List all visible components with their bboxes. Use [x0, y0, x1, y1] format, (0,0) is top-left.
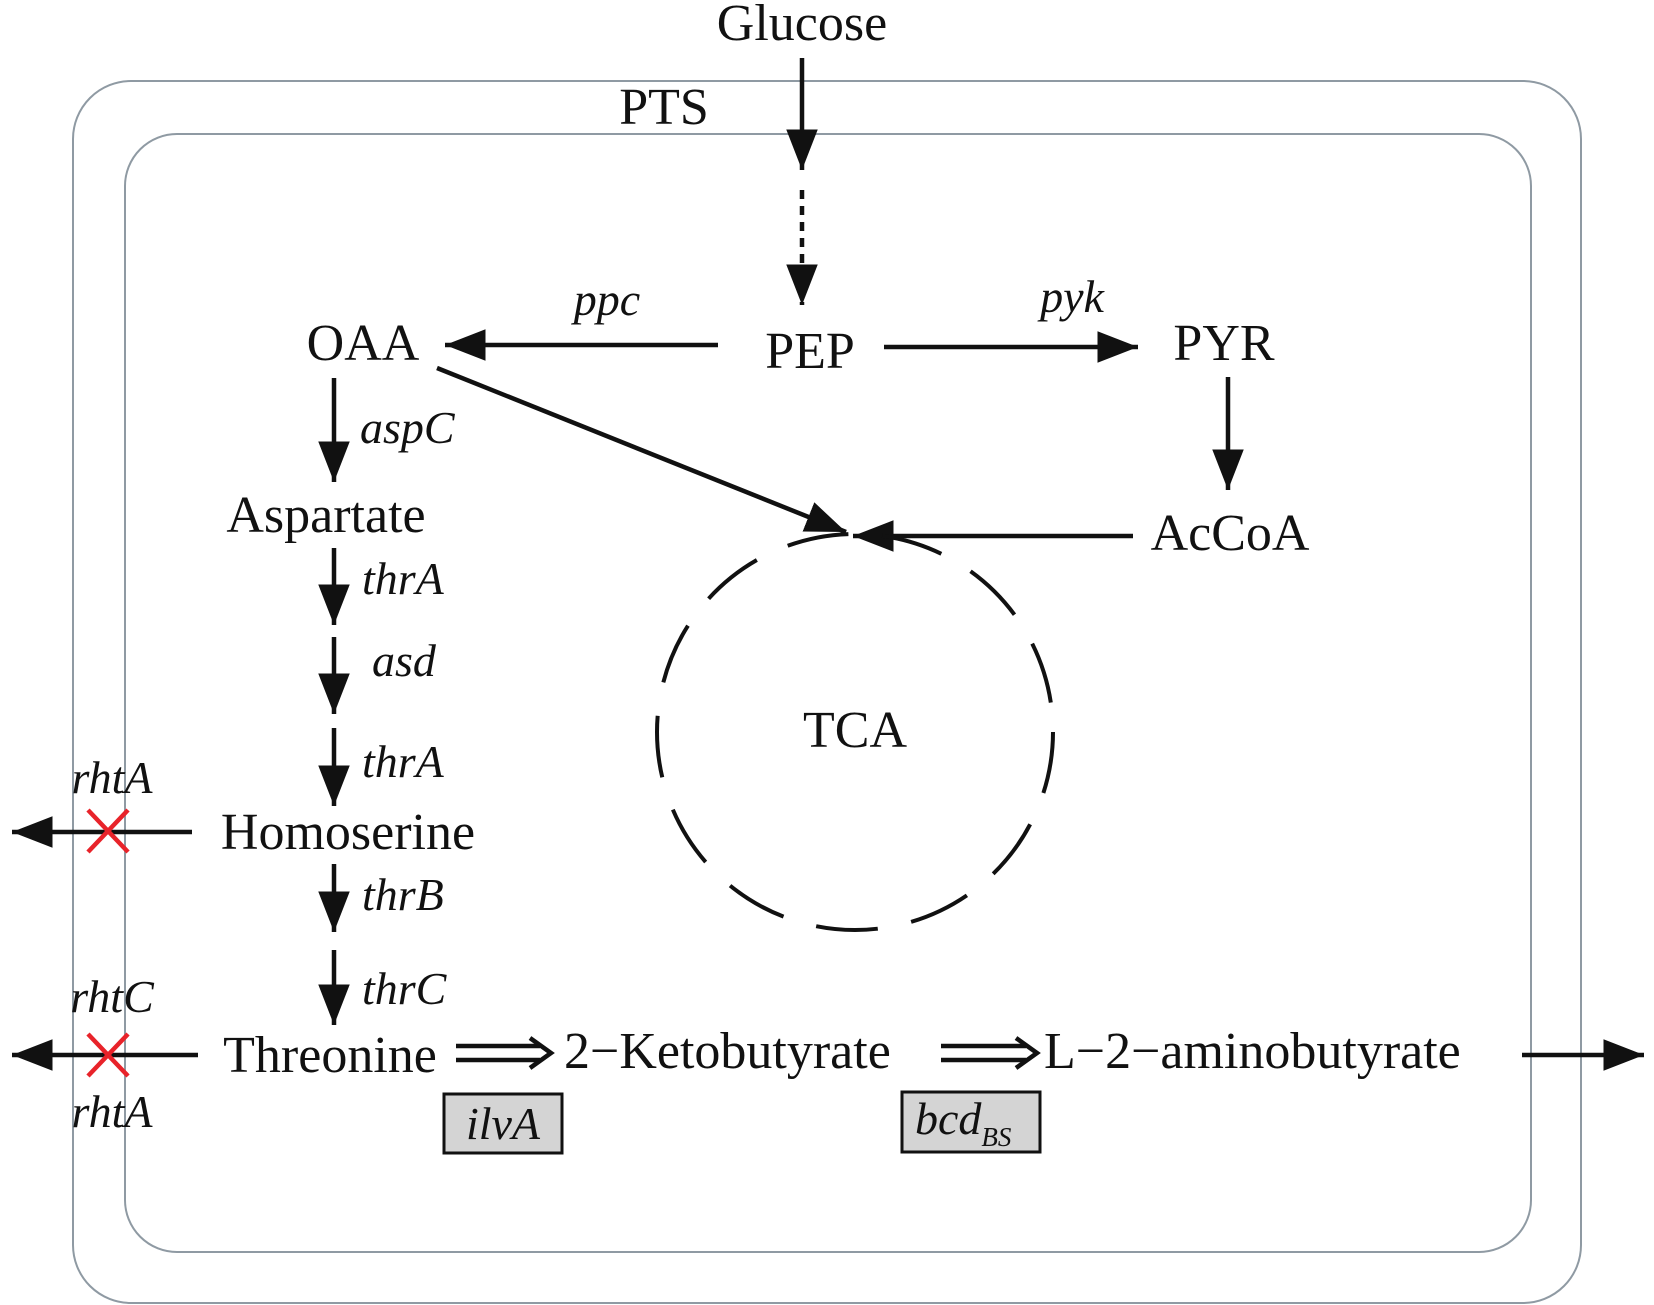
ppc-label: ppc	[571, 274, 640, 325]
accoa-label: AcCoA	[1151, 505, 1310, 562]
ilvA-gene-box	[442, 1092, 564, 1155]
glucose-label: Glucose	[717, 0, 887, 52]
bcdBS-label: bcdBS	[915, 1093, 1012, 1152]
bcdBS-gene-box	[900, 1090, 1042, 1154]
threonine-label: Threonine	[223, 1027, 437, 1084]
ketobutyrate-label: 2−Ketobutyrate	[564, 1023, 891, 1080]
pep-label: PEP	[765, 323, 855, 380]
rhtA-knockout-cross-1	[86, 808, 130, 854]
inner-membrane	[124, 133, 1532, 1253]
oaa-to-tca-arrow	[436, 365, 847, 535]
thrB-label: thrB	[362, 869, 444, 920]
tca-label: TCA	[803, 702, 907, 759]
pts-label: PTS	[619, 79, 709, 136]
thrA-second-label: thrA	[362, 736, 445, 787]
oaa-label: OAA	[307, 315, 420, 372]
aspC-label: aspC	[360, 402, 456, 453]
rhtC-rhtA-knockout-cross-2	[86, 1032, 130, 1078]
thrC-label: thrC	[362, 963, 448, 1014]
pyk-label: pyk	[1037, 271, 1105, 322]
bcd-text: bcd	[915, 1093, 982, 1144]
aspartate-label: Aspartate	[226, 487, 425, 544]
rhtA-homoserine-label: rhtA	[72, 752, 154, 803]
asd-label: asd	[372, 635, 437, 686]
outer-membrane	[72, 80, 1582, 1304]
bcd-subscript: BS	[981, 1122, 1011, 1152]
ilvA-label: ilvA	[466, 1098, 541, 1149]
rhtC-label: rhtC	[70, 971, 155, 1022]
rhtA-threonine-label: rhtA	[72, 1086, 154, 1137]
ilvA-double-arrow	[456, 1036, 555, 1070]
homoserine-label: Homoserine	[221, 804, 475, 861]
pyr-label: PYR	[1173, 315, 1274, 372]
tca-cycle-ring	[655, 532, 1055, 932]
aminobutyrate-label: L−2−aminobutyrate	[1044, 1023, 1461, 1080]
bcd-double-arrow	[941, 1036, 1041, 1070]
thrA-first-label: thrA	[362, 553, 445, 604]
